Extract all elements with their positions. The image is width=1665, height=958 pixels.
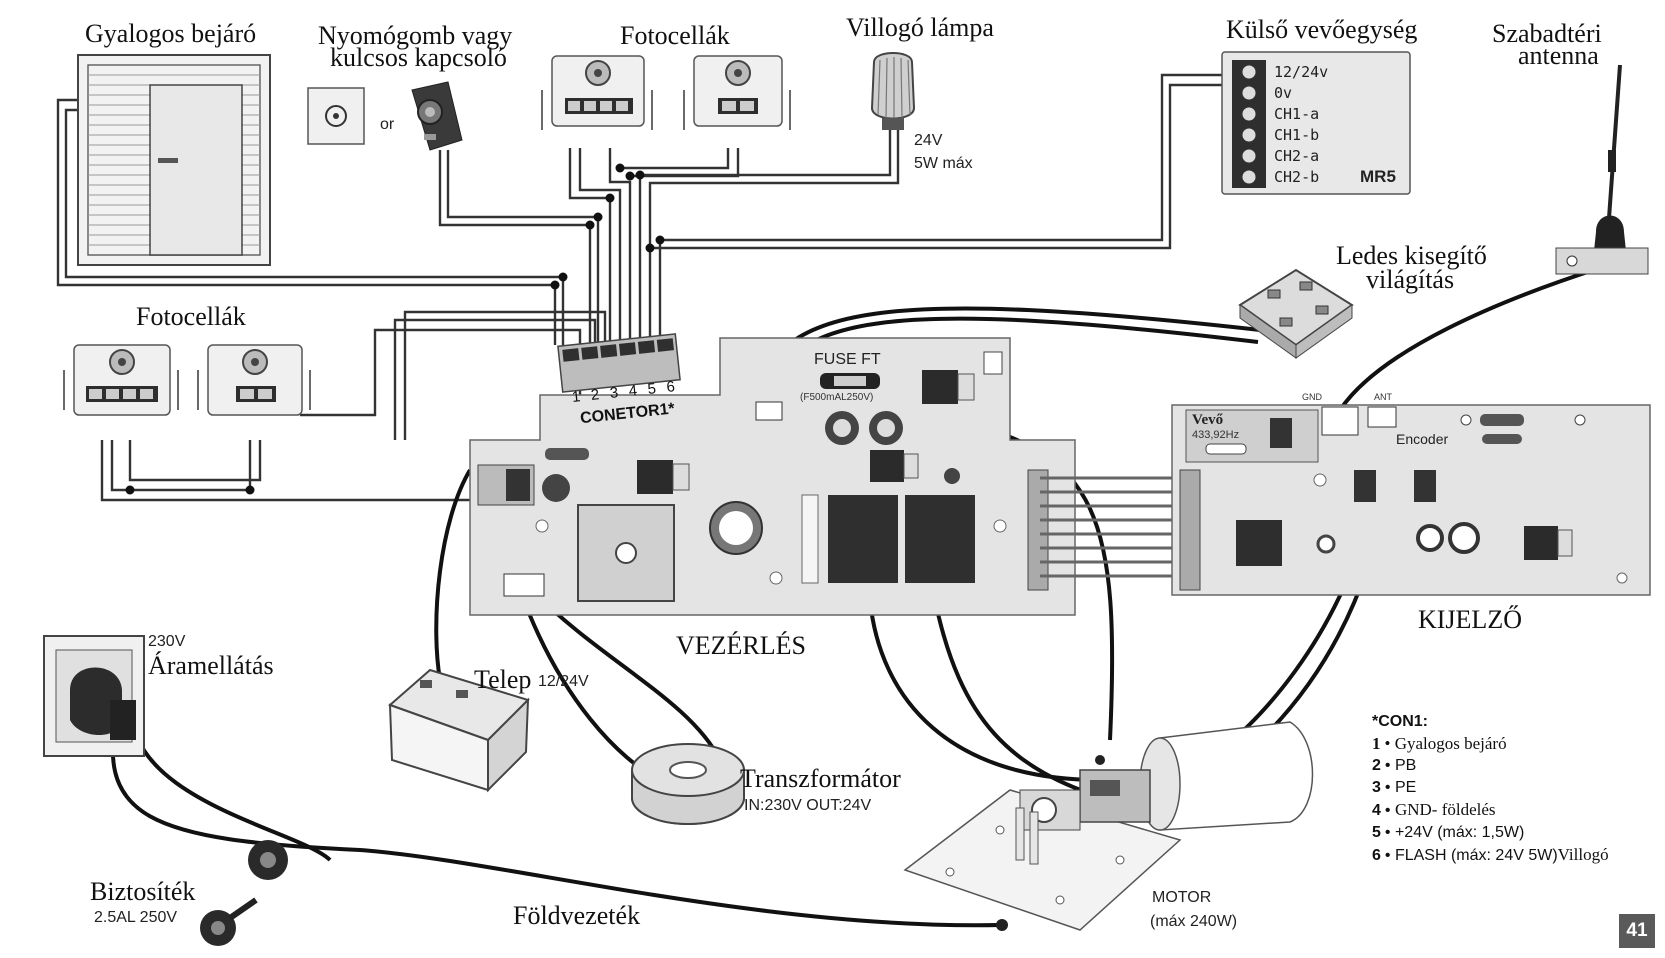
label-encoder: Encoder [1396,431,1448,447]
label-gnd: GND [1302,392,1323,402]
connector-pin-number: 3 [609,384,619,402]
receiver-terminal: CH2-a [1274,147,1319,165]
photocell-top-1 [541,55,653,130]
label-battery: Telep [474,665,531,694]
label-fuse-spec: (F500mAL250V) [800,392,873,403]
con1-legend-item: 4• GND- földelés [1372,800,1496,819]
label-led-light-2: világítás [1366,265,1454,294]
label-fuse-outer-spec: 2.5AL 250V [94,909,177,926]
label-antenna-1: Szabadtéri [1492,19,1602,48]
inline-fuse-device [200,840,288,946]
connector-pin-number: 5 [647,380,657,398]
label-display-board: KIJELZŐ [1418,605,1522,634]
label-pushbutton-1: Nyomógomb vagy [318,21,512,50]
connector-pin-number: 4 [628,382,638,400]
con1-legend: *CON1: 1• Gyalogos bejáró 2• PB 3• PE 4•… [1372,711,1609,867]
label-fuse-outer: Biztosíték [90,877,195,906]
transformer-device [631,743,745,825]
label-fuse: FUSE FT [814,351,881,368]
control-board [469,333,1076,616]
label-transformer-spec: IN:230V OUT:24V [744,797,872,814]
ground-point [996,919,1008,931]
con1-legend-item: 3• PE [1372,779,1417,796]
ribbon-cable [1039,476,1180,578]
label-control-board: VEZÉRLÉS [676,631,806,660]
con1-legend-item: 2• PB [1372,757,1417,774]
receiver-terminal: CH1-a [1274,105,1319,123]
label-or: or [380,116,395,133]
receiver-terminal: 12/24v [1274,63,1328,81]
label-ground-wire: Földvezeték [513,901,640,930]
label-power-voltage: 230V [148,633,186,650]
external-receiver-device [1221,51,1411,195]
receiver-terminal: 0v [1274,84,1292,102]
receiver-terminal: CH1-b [1274,126,1319,144]
label-photocells-top: Fotocellák [620,21,730,50]
label-pushbutton-2: kulcsos kapcsoló [330,43,507,72]
label-motor: MOTOR [1152,889,1211,906]
pedestrian-gate-device [77,54,271,266]
pushbutton-device [307,87,365,145]
photocell-left-2 [197,344,311,416]
label-flashing-lamp: Villogó lámpa [846,13,994,42]
signal-wires [56,73,1222,502]
battery-device [388,668,530,793]
label-pedestrian-gate: Gyalogos bejáró [85,19,256,48]
label-motor-spec: (máx 240W) [1150,913,1237,930]
label-photocells-left: Fotocellák [136,302,246,331]
label-lamp-voltage: 24V [914,132,943,149]
mains-socket-device [43,635,145,757]
con1-legend-item: 6• FLASH (máx: 24V 5W)Villogó [1372,845,1609,864]
con1-legend-title: *CON1: [1372,713,1429,730]
motor-ground-point [1095,755,1105,765]
label-battery-spec: 12/24V [538,673,589,690]
led-light-device [1238,268,1354,359]
con1-legend-item: 5• +24V (máx: 1,5W) [1372,824,1525,841]
label-lamp-power: 5W máx [914,155,973,172]
photocell-top-2 [683,55,791,130]
label-transformer: Transzformátor [740,764,901,793]
label-external-receiver: Külső vevőegység [1226,15,1417,44]
label-receiver-freq: 433,92Hz [1192,429,1239,441]
receiver-terminal: CH2-b [1274,168,1319,186]
antenna-device [1555,64,1649,275]
label-power-supply: Áramellátás [148,651,274,680]
page-number: 41 [1619,914,1655,948]
con1-legend-item: 1• Gyalogos bejáró [1372,734,1507,753]
display-board [1171,404,1651,596]
wire-junctions [125,163,665,495]
connector-pin-number: 6 [666,378,676,396]
label-ant: ANT [1374,392,1393,402]
receiver-model: MR5 [1360,167,1396,186]
label-receiver: Vevő [1192,412,1224,428]
connector-pin-number: 2 [590,386,600,404]
label-led-light-1: Ledes kisegítő [1336,241,1487,270]
connector-pin-number: 1 [571,388,581,406]
motor-device [903,721,1314,931]
label-antenna-2: antenna [1518,41,1599,70]
flashing-lamp-device [870,52,916,130]
photocell-left-1 [63,344,179,416]
key-switch-device [411,81,463,151]
